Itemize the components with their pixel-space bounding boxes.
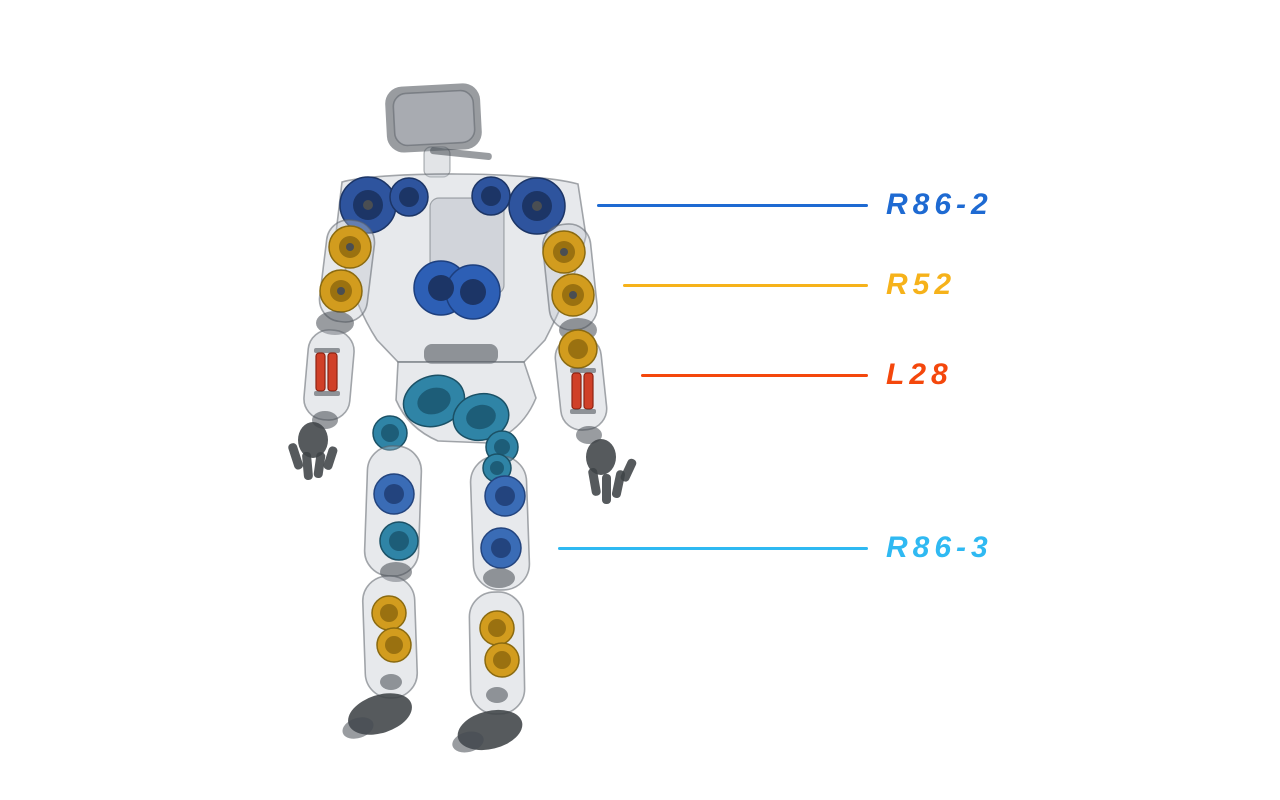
ankle-gold-actuator-right bbox=[479, 610, 520, 678]
robot-pelvis bbox=[372, 344, 537, 464]
annotation-leader-line bbox=[558, 546, 868, 550]
robot-arm-right bbox=[541, 223, 637, 504]
robot-foot-left bbox=[342, 693, 412, 739]
annotation-leader-line bbox=[597, 203, 868, 207]
annotation-r86-3: R86-3 bbox=[558, 530, 993, 566]
annotation-label: R86-3 bbox=[886, 531, 993, 564]
robot-foot-right bbox=[452, 709, 523, 753]
elbow-left bbox=[316, 311, 354, 335]
forearm-red-actuator-right bbox=[570, 368, 596, 414]
annotation-label: R52 bbox=[886, 268, 957, 301]
annotation-r52: R52 bbox=[623, 267, 956, 303]
annotation-leader-line bbox=[623, 283, 868, 287]
robot-hand-left bbox=[288, 422, 338, 480]
robot-leg-left bbox=[342, 445, 423, 739]
robot-arm-left bbox=[288, 219, 376, 480]
robot-hand-right bbox=[586, 439, 637, 504]
annotation-leader-line bbox=[641, 373, 868, 377]
annotation-l28: L28 bbox=[641, 357, 953, 393]
annotation-label: L28 bbox=[886, 358, 953, 391]
forearm-red-actuator-left bbox=[314, 348, 340, 396]
ankle-gold-actuator-left bbox=[371, 595, 412, 663]
robot-head bbox=[385, 83, 492, 178]
annotation-r86-2: R86-2 bbox=[597, 187, 993, 223]
robot-leg-right bbox=[452, 453, 531, 753]
wrist-right bbox=[576, 426, 602, 444]
annotation-label: R86-2 bbox=[886, 188, 993, 221]
chest-actuator bbox=[413, 260, 501, 320]
shoulder-actuators bbox=[339, 176, 566, 235]
